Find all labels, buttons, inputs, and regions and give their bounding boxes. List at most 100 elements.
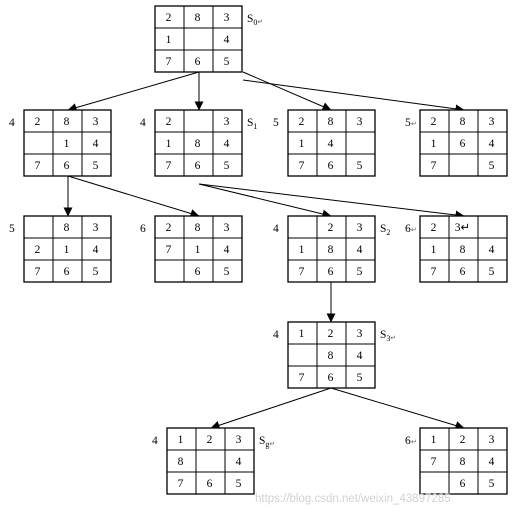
tile-value: 6 <box>195 56 201 68</box>
tile-value: 7 <box>431 266 437 278</box>
grid-border <box>166 427 255 495</box>
grid-cell-box <box>183 109 214 133</box>
tile-value: 7 <box>35 160 41 172</box>
tile-value: 4 <box>93 244 99 256</box>
tile-value: 1 <box>431 244 437 256</box>
tile-value: 1 <box>64 138 70 150</box>
tile-value: 7 <box>299 160 305 172</box>
tile-value: 7 <box>431 160 437 172</box>
tile-value: 8 <box>460 244 466 256</box>
tile-value: 1 <box>178 434 184 446</box>
tile-value: 3 <box>357 116 363 128</box>
tile-value: 5 <box>357 266 363 278</box>
grid-cell-box <box>477 215 508 239</box>
edge-s0-to-c1 <box>67 71 200 112</box>
tile-value: 7 <box>166 244 172 256</box>
cost-value: 6 <box>405 223 411 235</box>
tile-value: 7 <box>166 160 172 172</box>
tile-value: 5 <box>236 478 242 490</box>
tile-value: 6 <box>195 266 201 278</box>
tile-value: 1 <box>299 328 305 340</box>
tile-value: 1 <box>431 434 437 446</box>
tile-value: 3 <box>357 222 363 234</box>
grid-cell-box <box>23 215 54 239</box>
tile-value: 8 <box>328 244 334 256</box>
grid-border <box>419 427 508 495</box>
state-label: S0↵ <box>247 13 263 27</box>
tile-value: 6 <box>328 372 334 384</box>
tile-value: 2 <box>166 116 172 128</box>
watermark-text: https://blog.csdn.net/weixin_43897285 <box>255 493 451 505</box>
tile-value: 8 <box>328 350 334 362</box>
tile-value: 6 <box>460 266 466 278</box>
grid-border <box>287 109 376 177</box>
edges-layer <box>63 71 465 430</box>
grid-border <box>154 109 243 177</box>
tile-value: 6 <box>328 160 334 172</box>
tile-value: 2 <box>166 12 172 24</box>
tile-value: 1 <box>299 138 305 150</box>
tile-value: 3 <box>224 116 230 128</box>
tile-value: 3 <box>489 116 495 128</box>
grid-cell-box <box>23 131 54 155</box>
tile-value: 8 <box>195 138 201 150</box>
cost-value: 4 <box>273 329 279 341</box>
tile-value: 6 <box>460 138 466 150</box>
tile-value: 7 <box>178 478 184 490</box>
grid-cell-box <box>345 131 376 155</box>
paragraph-mark: ↵ <box>411 227 417 234</box>
tile-value: 1 <box>64 244 70 256</box>
tile-value: 1 <box>166 138 172 150</box>
state-label: Sg↵ <box>259 435 275 449</box>
tile-value: 8 <box>460 116 466 128</box>
edge-s0-to-c3 <box>242 71 332 111</box>
paragraph-mark: ↵ <box>411 121 417 128</box>
tile-value: 4 <box>93 138 99 150</box>
edge-s3-to-g6 <box>330 387 465 430</box>
tile-value: 3 <box>489 434 495 446</box>
edge-c2-to-g4 <box>198 183 465 220</box>
tile-value: 6 <box>328 266 334 278</box>
cost-value: 4 <box>152 435 158 447</box>
tile-value: 8 <box>64 116 70 128</box>
grid-border <box>154 215 243 283</box>
tile-value: 4 <box>236 456 242 468</box>
tile-value: 8 <box>460 456 466 468</box>
tile-value: 2 <box>207 434 213 446</box>
tile-value: 5 <box>93 266 99 278</box>
tile-value: 4 <box>489 244 495 256</box>
grid-cell-box <box>287 343 318 367</box>
tile-value: 8 <box>195 12 201 24</box>
tile-value: 5 <box>93 160 99 172</box>
cost-value: 5 <box>405 117 411 129</box>
tile-value: 5 <box>489 160 495 172</box>
cost-value: 4 <box>9 117 15 129</box>
grid-cell-box <box>183 27 214 51</box>
cost-value: 4 <box>140 117 146 129</box>
grid-border <box>419 215 508 283</box>
tile-value: 2 <box>166 222 172 234</box>
tile-value: 7 <box>35 266 41 278</box>
tile-value: 3 <box>93 222 99 234</box>
edge-s3-to-g5 <box>210 387 332 430</box>
tile-value: 2 <box>328 222 334 234</box>
tile-value: 5 <box>357 160 363 172</box>
tile-value: 3 <box>93 116 99 128</box>
grid-border <box>287 321 376 389</box>
cost-value: 6 <box>405 435 411 447</box>
tile-value: 4 <box>224 138 230 150</box>
grid-cell-box <box>448 153 479 177</box>
tile-value: 2 <box>35 244 41 256</box>
